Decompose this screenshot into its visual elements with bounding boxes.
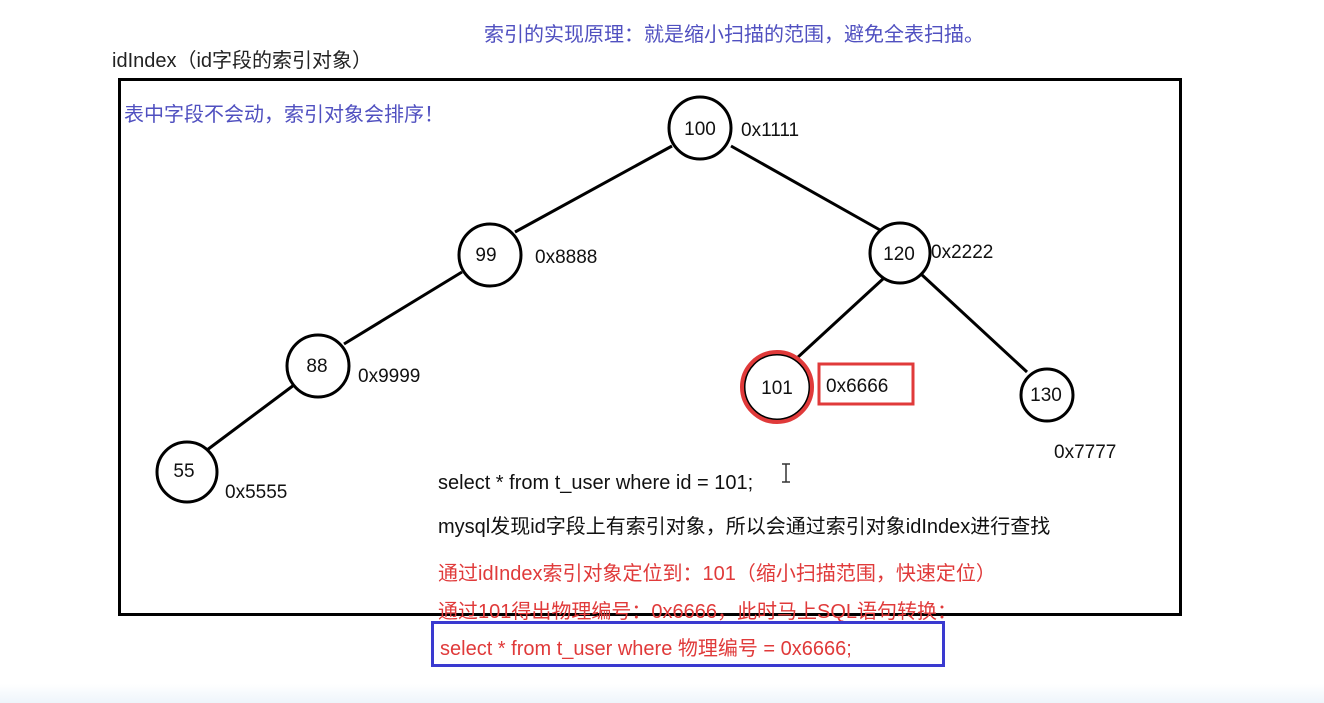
node-value: 101 bbox=[761, 378, 793, 399]
node-address: 0x8888 bbox=[535, 247, 597, 268]
tree-node-100: 100 0x1111 bbox=[667, 95, 799, 161]
node-value: 120 bbox=[883, 244, 915, 265]
node-address: 0x7777 bbox=[1054, 442, 1116, 463]
node-circle bbox=[457, 222, 523, 288]
node-value: 88 bbox=[306, 356, 327, 377]
node-circle bbox=[155, 440, 219, 504]
node-circle bbox=[868, 221, 932, 285]
diagram-frame bbox=[118, 78, 1182, 616]
address-highlight-box bbox=[817, 362, 915, 406]
sql-query: select * from t_user where id = 101; bbox=[438, 472, 754, 494]
text-cursor-icon bbox=[782, 463, 790, 483]
edge-99-88 bbox=[343, 270, 463, 346]
frame-note: 表中字段不会动，索引对象会排序！ bbox=[124, 104, 444, 126]
node-address: 0x9999 bbox=[358, 366, 420, 387]
locate-note: 通过idIndex索引对象定位到：101（缩小扫描范围，快速定位） bbox=[438, 563, 996, 585]
node-address: 0x6666 bbox=[826, 376, 888, 397]
tree-node-101: 101 0x6666 bbox=[740, 350, 915, 424]
node-highlight-ring bbox=[740, 350, 814, 424]
node-address: 0x1111 bbox=[741, 120, 799, 141]
bottom-decoration bbox=[0, 684, 1324, 703]
node-circle bbox=[667, 95, 733, 161]
mysql-note: mysql发现id字段上有索引对象，所以会通过索引对象idIndex进行查找 bbox=[438, 516, 1051, 538]
convert-note: 通过101得出物理编号：0x6666，此时马上SQL语句转换： bbox=[438, 601, 958, 623]
final-sql: select * from t_user where 物理编号 = 0x6666… bbox=[440, 638, 852, 660]
node-circle bbox=[1019, 367, 1075, 423]
tree-node-120: 120 0x2222 bbox=[868, 221, 993, 285]
node-circle bbox=[285, 333, 351, 399]
node-address: 0x2222 bbox=[931, 242, 993, 263]
edge-88-55 bbox=[206, 383, 295, 452]
edge-100-120 bbox=[730, 144, 881, 232]
edge-120-130 bbox=[919, 272, 1029, 374]
tree-node-99: 99 0x8888 bbox=[457, 222, 597, 288]
index-caption: idIndex（id字段的索引对象） bbox=[112, 50, 373, 72]
tree-node-55: 55 0x5555 bbox=[155, 440, 287, 504]
node-value: 100 bbox=[684, 119, 716, 140]
tree-node-88: 88 0x9999 bbox=[285, 333, 420, 399]
final-sql-box bbox=[431, 621, 945, 667]
edge-100-99 bbox=[514, 144, 673, 234]
node-value: 55 bbox=[173, 461, 194, 482]
node-address: 0x5555 bbox=[225, 482, 287, 503]
tree-edges bbox=[206, 144, 1029, 452]
page-title: 索引的实现原理：就是缩小扫描的范围，避免全表扫描。 bbox=[484, 24, 984, 46]
node-value: 99 bbox=[475, 245, 496, 266]
edge-120-101 bbox=[795, 276, 886, 360]
node-value: 130 bbox=[1030, 385, 1062, 406]
tree-node-130: 130 0x7777 bbox=[1019, 367, 1116, 463]
